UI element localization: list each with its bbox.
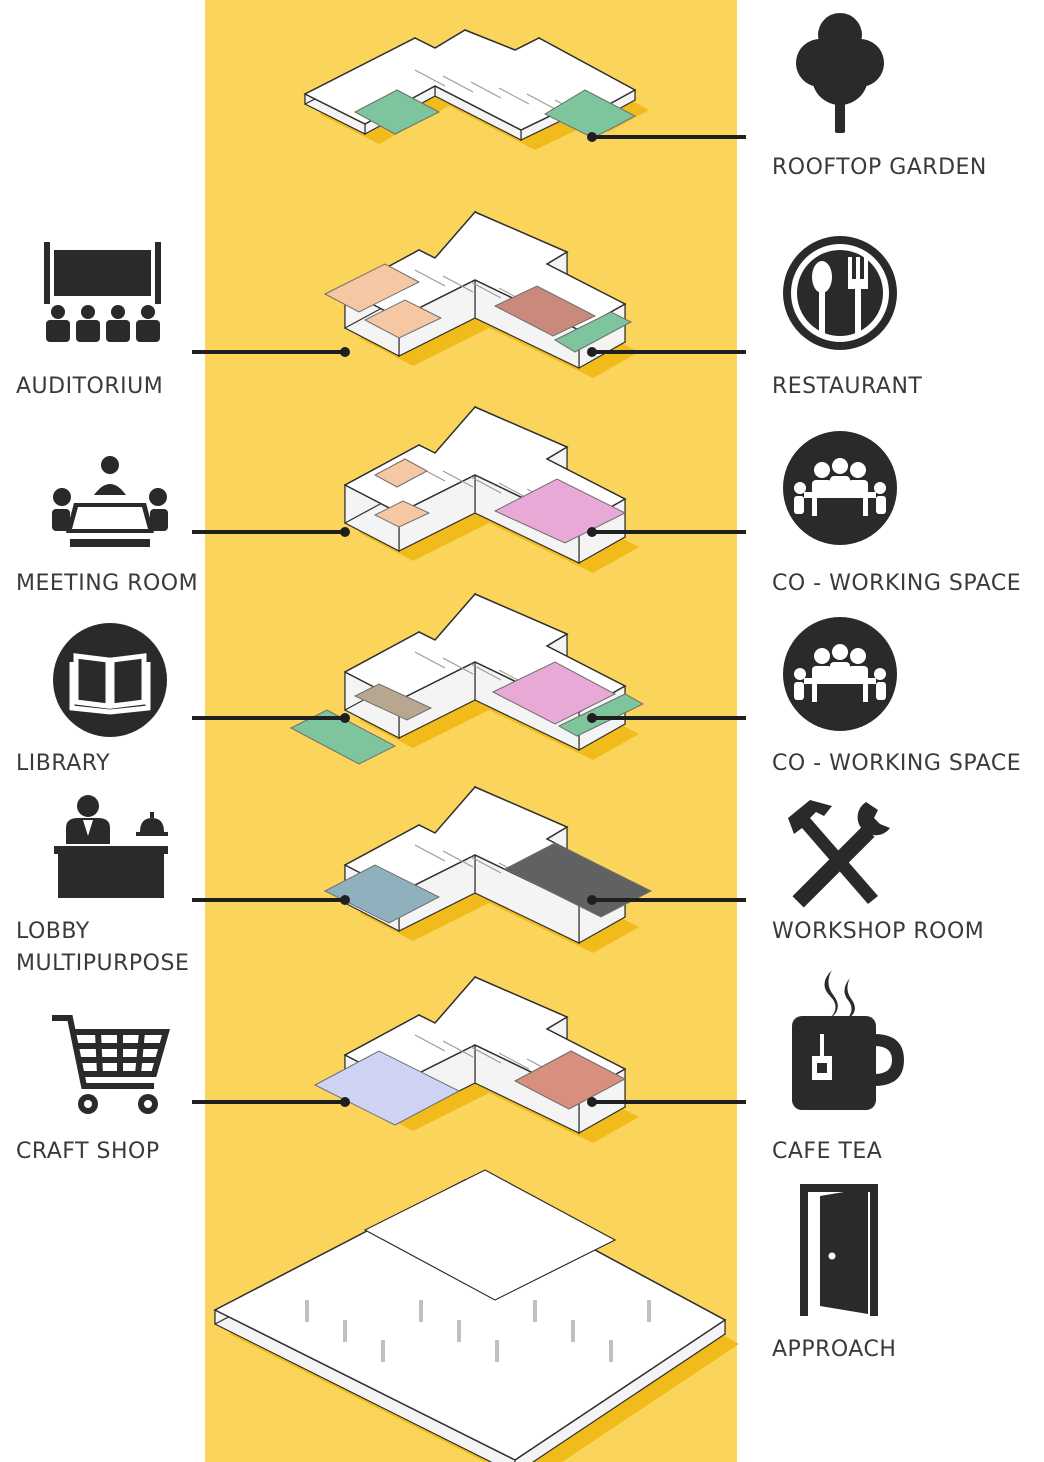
column bbox=[305, 1300, 309, 1322]
shopping-cart-icon bbox=[50, 1012, 170, 1118]
label-auditorium: AUDITORIUM bbox=[16, 371, 163, 403]
leader-dot-left-level-2 bbox=[340, 895, 350, 905]
column bbox=[609, 1340, 613, 1362]
tree-icon bbox=[790, 5, 890, 135]
column bbox=[647, 1300, 651, 1322]
leader-dot-right-level-3 bbox=[587, 713, 597, 723]
column bbox=[571, 1320, 575, 1342]
coworking-icon bbox=[782, 430, 898, 546]
leader-dot-right-roof bbox=[587, 132, 597, 142]
label-meeting-room: MEETING ROOM bbox=[16, 568, 198, 600]
leader-dot-right-level-4 bbox=[587, 527, 597, 537]
label-co-working-space-upper: CO - WORKING SPACE bbox=[772, 568, 1021, 600]
leader-dot-left-level-3 bbox=[340, 713, 350, 723]
column bbox=[381, 1340, 385, 1362]
column bbox=[495, 1340, 499, 1362]
leader-dot-left-level-4 bbox=[340, 527, 350, 537]
tea-mug-icon bbox=[788, 968, 906, 1112]
column bbox=[533, 1300, 537, 1322]
label-craft-shop: CRAFT SHOP bbox=[16, 1136, 160, 1168]
open-door-icon bbox=[798, 1182, 884, 1318]
leader-dot-right-level-2 bbox=[587, 895, 597, 905]
leader-dot-right-level-1 bbox=[587, 1097, 597, 1107]
hammer-wrench-icon bbox=[780, 796, 900, 908]
label-co-working-space-lower: CO - WORKING SPACE bbox=[772, 748, 1021, 780]
label-restaurant: RESTAURANT bbox=[772, 371, 922, 403]
label-cafe-tea: CAFE TEA bbox=[772, 1136, 882, 1168]
spoon-fork-icon bbox=[782, 235, 898, 351]
leader-dot-left-level-5 bbox=[340, 347, 350, 357]
column bbox=[343, 1320, 347, 1342]
meeting-table-icon bbox=[50, 455, 170, 550]
label-workshop-room: WORKSHOP ROOM bbox=[772, 916, 984, 948]
label-lobby-multipurpose: LOBBY MULTIPURPOSE bbox=[16, 916, 189, 980]
reception-desk-icon bbox=[52, 792, 170, 900]
column bbox=[457, 1320, 461, 1342]
coworking-icon bbox=[782, 616, 898, 732]
theater-seats-icon bbox=[40, 240, 165, 345]
label-approach: APPROACH bbox=[772, 1334, 896, 1366]
open-book-icon bbox=[52, 622, 168, 738]
leader-dot-left-level-1 bbox=[340, 1097, 350, 1107]
label-rooftop-garden: ROOFTOP GARDEN bbox=[772, 152, 987, 184]
column bbox=[419, 1300, 423, 1322]
label-library: LIBRARY bbox=[16, 748, 110, 780]
leader-dot-right-level-5 bbox=[587, 347, 597, 357]
